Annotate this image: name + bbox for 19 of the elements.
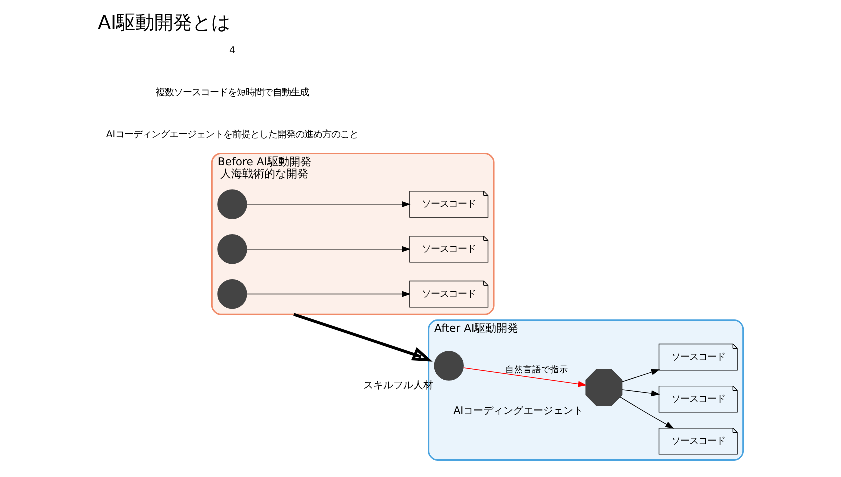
node-label: AIコーディングエージェント [454,406,584,417]
node-head [586,369,623,406]
label: 複数ソースコードを短時間で自動生成 [156,87,309,98]
arrow [294,313,433,362]
edge-label: 自然言語で指示 [506,365,569,376]
diagram-title: AI駆動開発とは [98,12,231,34]
arrow [622,390,660,397]
arrow [246,201,411,208]
label: 4 [229,45,236,56]
arrow [622,369,660,382]
node-person [434,351,464,381]
node-person [218,190,248,220]
arrow [463,368,588,388]
arrow [620,396,674,429]
label: AIコーディングエージェントを前提とした開発の進め方のこと [106,129,359,140]
arrow [246,291,411,298]
arrow [246,246,411,252]
node-person [218,279,248,310]
node-person [218,234,248,264]
